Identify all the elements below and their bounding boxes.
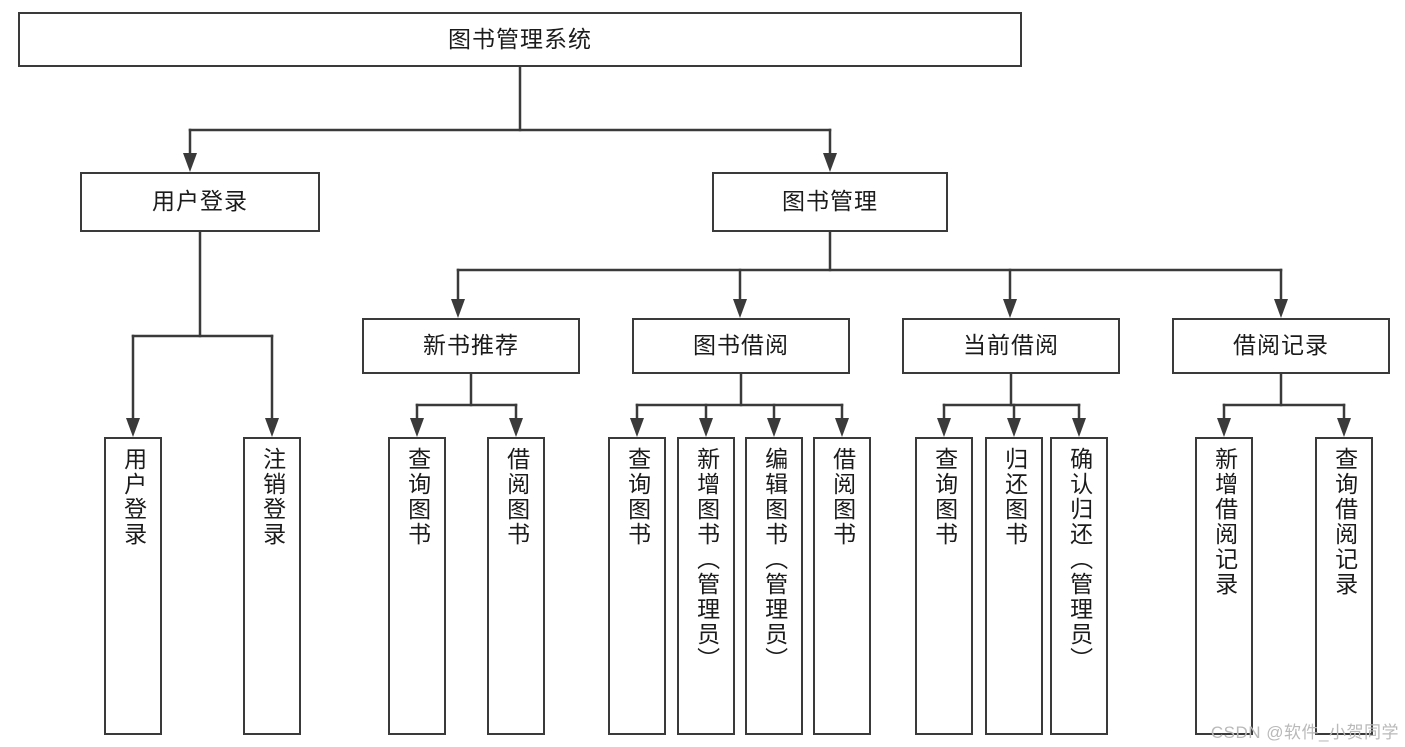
arrow-leaf-query-borrow-record-icon [1337, 418, 1351, 437]
node-leaf-add-book[interactable]: 新增图书（管理员） [677, 437, 735, 735]
arrow-new-book-recommend-icon [451, 299, 465, 318]
node-leaf-query-borrow-record[interactable]: 查询借阅记录 [1315, 437, 1373, 735]
node-leaf-query-book-borrow[interactable]: 查询图书 [608, 437, 666, 735]
arrow-leaf-query-book-current-icon [937, 418, 951, 437]
arrow-book-borrow-icon [733, 299, 747, 318]
node-borrow-record[interactable]: 借阅记录 [1172, 318, 1390, 374]
arrow-leaf-edit-book-icon [767, 418, 781, 437]
arrow-leaf-borrow-book-rec-icon [509, 418, 523, 437]
node-current-borrow[interactable]: 当前借阅 [902, 318, 1120, 374]
node-leaf-borrow-book[interactable]: 借阅图书 [813, 437, 871, 735]
node-leaf-query-book-rec[interactable]: 查询图书 [388, 437, 446, 735]
node-label-leaf-add-borrow-record: 新增借阅记录 [1211, 447, 1238, 597]
node-label-book-management: 图书管理 [782, 188, 878, 215]
arrow-leaf-logout-icon [265, 418, 279, 437]
arrow-leaf-confirm-return-icon [1072, 418, 1086, 437]
node-label-leaf-query-book-borrow: 查询图书 [624, 447, 651, 547]
node-label-new-book-recommend: 新书推荐 [423, 332, 519, 359]
node-label-leaf-return-book: 归还图书 [1001, 447, 1028, 547]
arrow-leaf-user-login-icon [126, 418, 140, 437]
node-leaf-add-borrow-record[interactable]: 新增借阅记录 [1195, 437, 1253, 735]
node-leaf-query-book-current[interactable]: 查询图书 [915, 437, 973, 735]
arrow-leaf-add-book-icon [699, 418, 713, 437]
arrow-book-management-icon [823, 153, 837, 172]
node-label-leaf-query-borrow-record: 查询借阅记录 [1331, 447, 1358, 597]
arrow-borrow-record-icon [1274, 299, 1288, 318]
arrow-leaf-query-book-rec-icon [410, 418, 424, 437]
node-new-book-recommend[interactable]: 新书推荐 [362, 318, 580, 374]
arrow-leaf-query-book-borrow-icon [630, 418, 644, 437]
node-root[interactable]: 图书管理系统 [18, 12, 1022, 67]
node-leaf-confirm-return[interactable]: 确认归还（管理员） [1050, 437, 1108, 735]
node-label-current-borrow: 当前借阅 [963, 332, 1059, 359]
node-label-book-borrow: 图书借阅 [693, 332, 789, 359]
node-leaf-user-login[interactable]: 用户登录 [104, 437, 162, 735]
node-label-leaf-add-book: 新增图书（管理员） [693, 447, 720, 672]
arrow-user-login-icon [183, 153, 197, 172]
node-label-leaf-confirm-return: 确认归还（管理员） [1066, 447, 1093, 672]
node-label-leaf-logout: 注销登录 [259, 447, 286, 547]
node-label-leaf-user-login: 用户登录 [120, 447, 147, 547]
node-leaf-logout[interactable]: 注销登录 [243, 437, 301, 735]
node-label-leaf-query-book-rec: 查询图书 [404, 447, 431, 547]
node-leaf-borrow-book-rec[interactable]: 借阅图书 [487, 437, 545, 735]
arrow-leaf-return-book-icon [1007, 418, 1021, 437]
arrow-leaf-borrow-book-icon [835, 418, 849, 437]
node-label-leaf-query-book-current: 查询图书 [931, 447, 958, 547]
arrow-leaf-add-borrow-record-icon [1217, 418, 1231, 437]
node-book-borrow[interactable]: 图书借阅 [632, 318, 850, 374]
node-user-login[interactable]: 用户登录 [80, 172, 320, 232]
node-label-leaf-borrow-book: 借阅图书 [829, 447, 856, 547]
node-label-root: 图书管理系统 [448, 25, 592, 52]
csdn-watermark: CSDN @软件_小贺同学 [1210, 723, 1399, 742]
node-leaf-edit-book[interactable]: 编辑图书（管理员） [745, 437, 803, 735]
node-label-user-login: 用户登录 [152, 188, 248, 215]
arrow-current-borrow-icon [1003, 299, 1017, 318]
node-book-management[interactable]: 图书管理 [712, 172, 948, 232]
node-leaf-return-book[interactable]: 归还图书 [985, 437, 1043, 735]
node-label-leaf-borrow-book-rec: 借阅图书 [503, 447, 530, 547]
node-label-leaf-edit-book: 编辑图书（管理员） [761, 447, 788, 672]
node-label-borrow-record: 借阅记录 [1233, 332, 1329, 359]
